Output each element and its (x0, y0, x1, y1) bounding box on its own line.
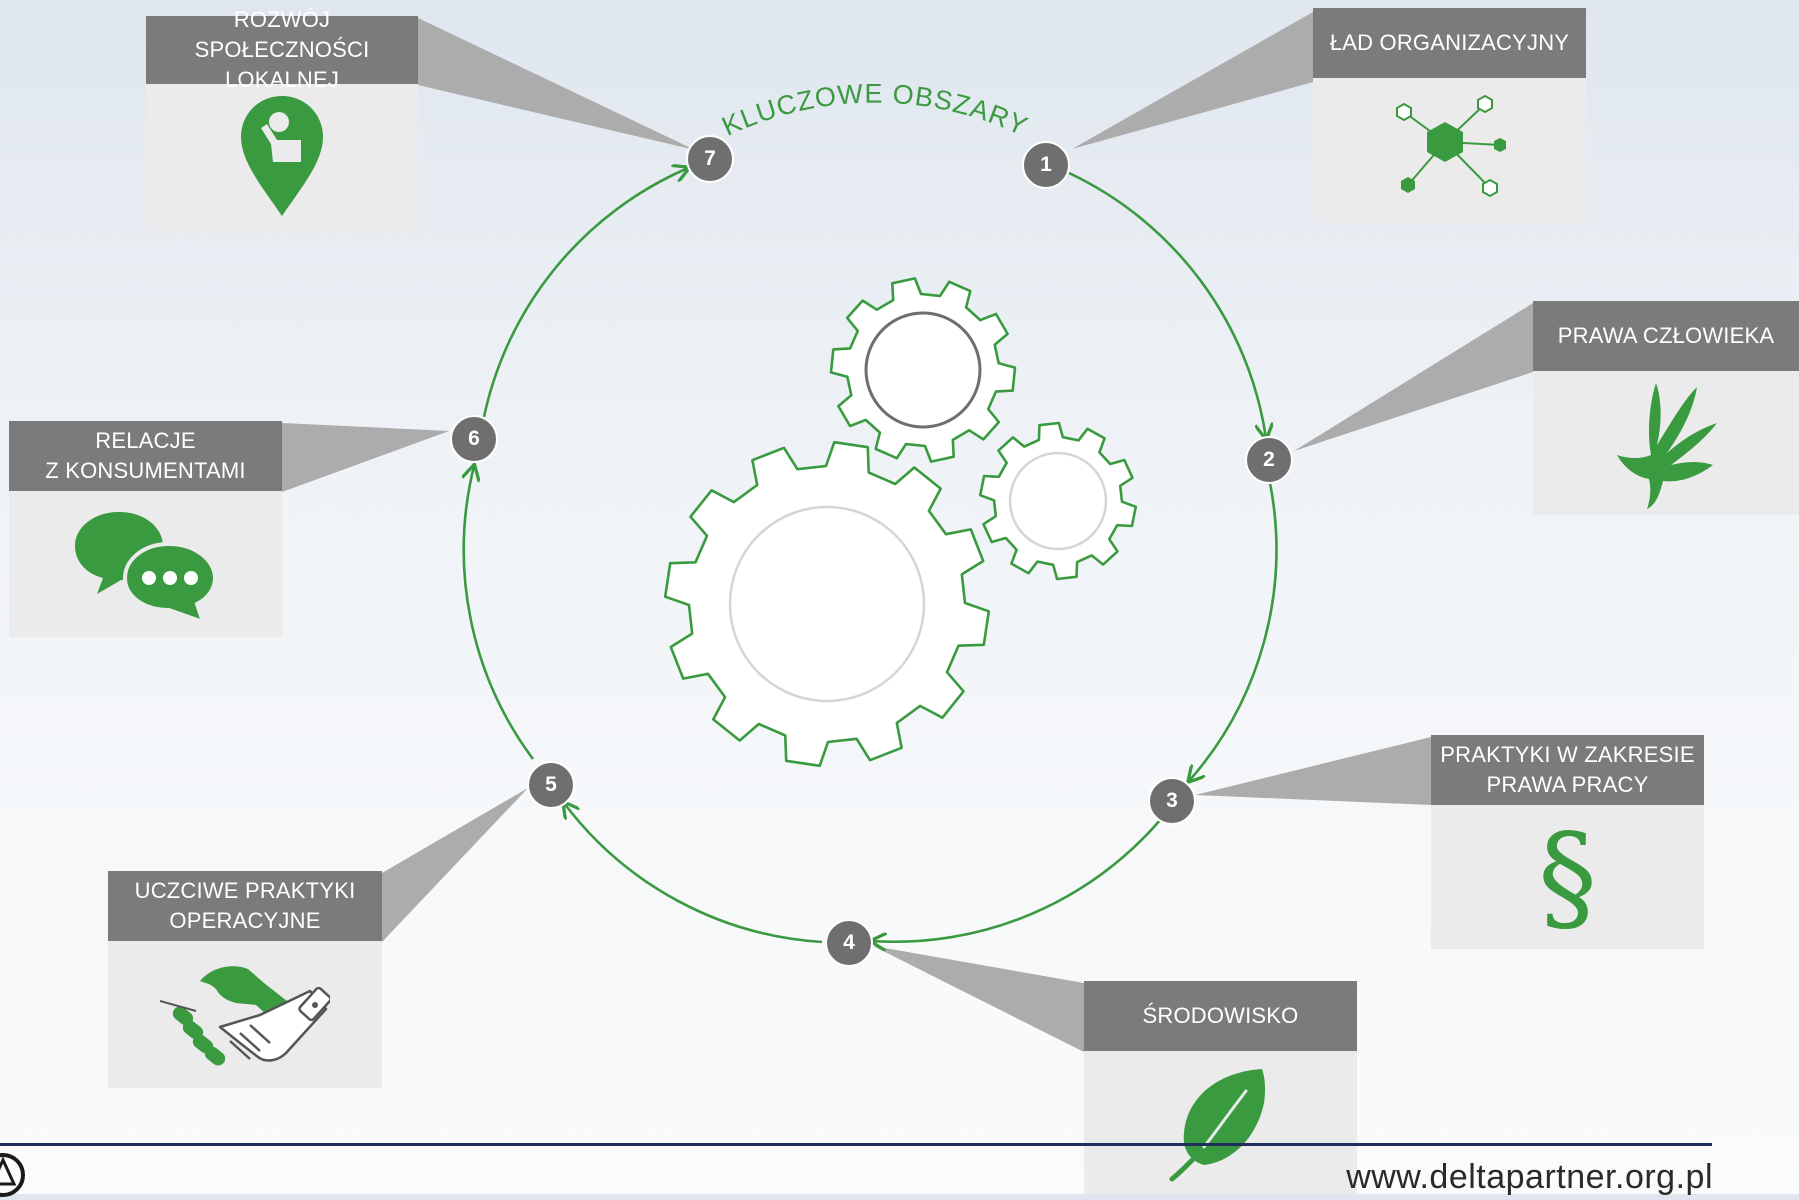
gears-illustration (663, 277, 1138, 768)
area-card-1[interactable]: ŁAD ORGANIZACYJNY (1313, 8, 1586, 222)
diagram-title: KLUCZOWE OBSZARY (717, 79, 1032, 142)
top-gear-icon (829, 277, 1017, 463)
area-number-2[interactable]: 2 (1245, 436, 1293, 484)
leaf-icon (1084, 1051, 1357, 1194)
network-hexagon-icon (1313, 78, 1586, 222)
area-card-7[interactable]: ROZWÓJ SPOŁECZNOŚCI LOKALNEJ (146, 7, 418, 230)
cycle-arrows (464, 168, 1278, 942)
paragraph-section-icon: § (1538, 808, 1597, 946)
area-card-3[interactable]: PRAKTYKI W ZAKRESIE PRAWA PRACY § (1431, 735, 1704, 949)
right-gear-icon (978, 421, 1138, 581)
chat-bubbles-icon (9, 491, 282, 637)
area-number-1[interactable]: 1 (1022, 141, 1070, 189)
large-gear-icon (663, 440, 991, 768)
area-card-5[interactable]: UCZCIWE PRAKTYKI OPERACYJNE (108, 871, 382, 1088)
area-label-7: ROZWÓJ SPOŁECZNOŚCI LOKALNEJ (146, 7, 418, 92)
handshake-icon (108, 941, 382, 1088)
delta-logo-icon (0, 1153, 25, 1197)
footer-website-link[interactable]: www.deltapartner.org.pl (1346, 1158, 1713, 1196)
area-number-3[interactable]: 3 (1148, 777, 1196, 825)
dove-hand-icon (1533, 371, 1799, 515)
callout-pointers (282, 12, 1533, 1052)
area-card-6[interactable]: RELACJE Z KONSUMENTAMI (9, 421, 282, 637)
area-label-5: UCZCIWE PRAKTYKI OPERACYJNE (108, 871, 382, 941)
footer-divider (0, 1143, 1712, 1146)
area-label-3: PRAKTYKI W ZAKRESIE PRAWA PRACY (1431, 735, 1704, 805)
area-card-2[interactable]: PRAWA CZŁOWIEKA (1533, 301, 1799, 515)
area-label-4: ŚRODOWISKO (1084, 981, 1357, 1051)
area-number-5[interactable]: 5 (527, 761, 575, 809)
location-pin-person-icon (146, 84, 418, 230)
area-label-2: PRAWA CZŁOWIEKA (1533, 301, 1799, 371)
area-number-7[interactable]: 7 (686, 135, 734, 183)
area-card-4[interactable]: ŚRODOWISKO (1084, 981, 1357, 1194)
area-label-1: ŁAD ORGANIZACYJNY (1313, 8, 1586, 78)
area-number-4[interactable]: 4 (825, 919, 873, 967)
area-label-6: RELACJE Z KONSUMENTAMI (9, 421, 282, 491)
area-number-6[interactable]: 6 (450, 415, 498, 463)
